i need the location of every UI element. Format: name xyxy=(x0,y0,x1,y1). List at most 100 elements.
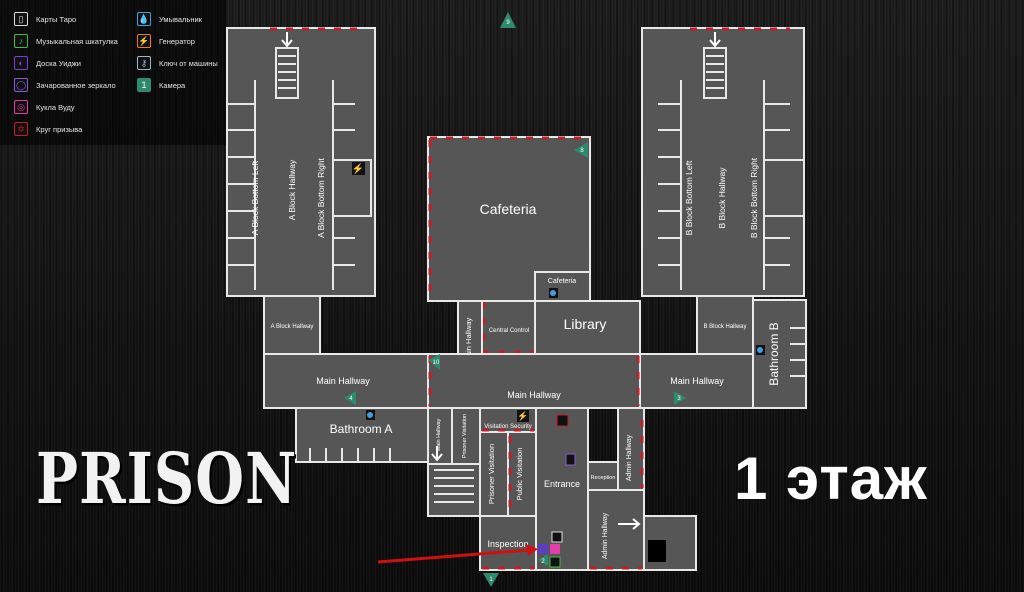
svg-text:9: 9 xyxy=(506,20,510,26)
legend: ▯ Карты Таро ♪ Музыкальная шкатулка ◐ Доска У… xyxy=(0,0,226,145)
svg-text:⚡: ⚡ xyxy=(352,162,364,175)
floor-label: 1 этаж xyxy=(734,445,928,512)
inspection xyxy=(479,515,537,571)
main-hallway-vertical xyxy=(457,300,483,356)
room-label-prisoner-visitation: Prisoner Visitation xyxy=(487,444,496,504)
summoning-circle-icon: ✡ xyxy=(14,122,28,136)
room-label-public-visitation: Public Visitation xyxy=(515,448,524,501)
legend-label: Зачарованное зеркало xyxy=(36,80,116,90)
legend-item: ◯Зачарованное зеркало xyxy=(14,78,116,92)
voodoo-doll-marker xyxy=(550,544,560,554)
cameras: 9 8 10 4 3 2 1 xyxy=(344,12,686,587)
sink-marker xyxy=(366,288,765,420)
legend-item: 1 Камера xyxy=(137,78,185,92)
generator-marker xyxy=(352,162,365,175)
legend-item: ✡ Круг призыва xyxy=(14,122,82,136)
room-label-b-hall-small: B Block Hallway xyxy=(703,324,746,330)
camera-1: 1 xyxy=(483,573,499,587)
room-label-main-hall-v: Main Hallway xyxy=(464,317,473,362)
a-block-cells xyxy=(227,47,355,290)
room-label-central-control: Central Control xyxy=(489,328,529,334)
sink-icon: 💧 xyxy=(137,12,151,26)
generator-icon: ⚡ xyxy=(137,34,151,48)
tarot-cards-marker xyxy=(551,531,563,543)
legend-label: Ключ от машины xyxy=(159,58,218,68)
svg-text:10: 10 xyxy=(433,360,440,366)
admin-hallway-bottom xyxy=(587,489,645,571)
ouija-board-marker xyxy=(538,544,548,554)
room-label-admin-hall-top: Admin Hallway xyxy=(626,434,633,481)
room-label-prisoner-visitation-small: Prisoner Visitation xyxy=(462,414,468,458)
room-label-main-hall-right: Main Hallway xyxy=(670,376,724,386)
admin-hallway-top xyxy=(617,407,645,491)
camera-2: 2 xyxy=(538,554,548,566)
legend-label: Круг призыва xyxy=(36,124,83,134)
music-box-marker xyxy=(549,556,561,568)
room-label-b-right: B Block Bottom Right xyxy=(749,157,759,238)
legend-label: Музыкальная шкатулка xyxy=(36,36,118,46)
ouija-board-icon: ◐ xyxy=(14,56,28,70)
camera-10: 10 xyxy=(428,354,440,370)
room-label-entrance: Entrance xyxy=(544,479,580,489)
svg-text:3: 3 xyxy=(677,396,681,402)
camera-icon: 1 xyxy=(137,78,151,92)
b-block-cells xyxy=(658,47,790,290)
legend-item: ◐ Доска Уиджи xyxy=(14,56,81,70)
music-box-icon: ♪ xyxy=(14,34,28,48)
camera-9: 9 xyxy=(500,12,516,28)
stairs-arrow-a xyxy=(281,32,293,48)
room-label-a-hall-small: A Block Hallway xyxy=(271,324,314,330)
haunted-mirror-marker xyxy=(565,453,576,466)
room-label-b-left: B Block Bottom Left xyxy=(684,160,694,235)
red-pointer-arrow xyxy=(377,544,538,564)
camera-8: 8 xyxy=(574,142,588,158)
legend-item: ♪ Музыкальная шкатулка xyxy=(14,34,118,48)
legend-label: Доска Уиджи xyxy=(36,58,81,68)
legend-label: Карты Таро xyxy=(36,14,77,24)
summoning-circle-marker xyxy=(556,414,569,427)
a-block: A Block Hallway A Block Bottom Left A Bl… xyxy=(226,27,376,355)
generator-marker xyxy=(517,410,529,422)
legend-item: ▯ Карты Таро xyxy=(14,12,76,26)
room-label-reception: Reception xyxy=(591,475,616,481)
voodoo-doll-icon: ◎ xyxy=(14,100,28,114)
room-label-inspection: Inspection xyxy=(487,539,528,549)
map-title: PRISON xyxy=(36,438,298,521)
a-block-hallway-room xyxy=(263,295,321,355)
stairs-arrow-c xyxy=(431,446,443,462)
legend-label: Генератор xyxy=(159,36,195,46)
b-block-side-room xyxy=(763,159,805,217)
svg-text:4: 4 xyxy=(349,396,353,402)
tarot-cards-icon: ▯ xyxy=(14,12,28,26)
stairs-arrow-d xyxy=(618,518,641,530)
legend-label: Умывальник xyxy=(159,14,202,24)
room-label-main-hall-small: Main Hallway xyxy=(436,418,442,451)
room-label-library: Library xyxy=(564,316,607,332)
bathroom-a xyxy=(295,407,429,463)
camera-4: 4 xyxy=(344,391,356,405)
room-label-cafeteria: Cafeteria xyxy=(480,201,537,217)
svg-text:⚡: ⚡ xyxy=(517,410,528,422)
room-label-main-hall-center: Main Hallway xyxy=(507,390,561,400)
room-label-visitation-security: Visitation Security xyxy=(484,424,532,430)
room-label-cafeteria-small: Cafeteria xyxy=(548,278,577,285)
car-key-icon: ⚷ xyxy=(137,56,151,70)
camera-3: 3 xyxy=(674,391,686,405)
stairwell-left xyxy=(427,463,481,517)
room-label-main-hall-left: Main Hallway xyxy=(316,376,370,386)
cafeteria: Cafeteria Cafeteria xyxy=(427,136,591,302)
room-label-a-left: A Block Bottom Left xyxy=(250,160,260,235)
svg-text:8: 8 xyxy=(580,148,584,154)
legend-item: ⚷ Ключ от машины xyxy=(137,56,218,70)
legend-label: Камера xyxy=(159,80,186,90)
room-label-a-hall: A Block Hallway xyxy=(287,159,297,220)
b-block: B Block Hallway B Block Bottom Left B Bl… xyxy=(641,27,807,409)
legend-item: ◎ Кукла Вуду xyxy=(14,100,75,114)
stairs-arrow-b xyxy=(709,32,721,48)
legend-item: ⚡ Генератор xyxy=(137,34,195,48)
legend-label: Кукла Вуду xyxy=(36,102,75,112)
room-label-a-right: A Block Bottom Right xyxy=(316,157,326,237)
main-hallway xyxy=(263,353,754,409)
room-label-b-hall: B Block Hallway xyxy=(717,167,727,229)
